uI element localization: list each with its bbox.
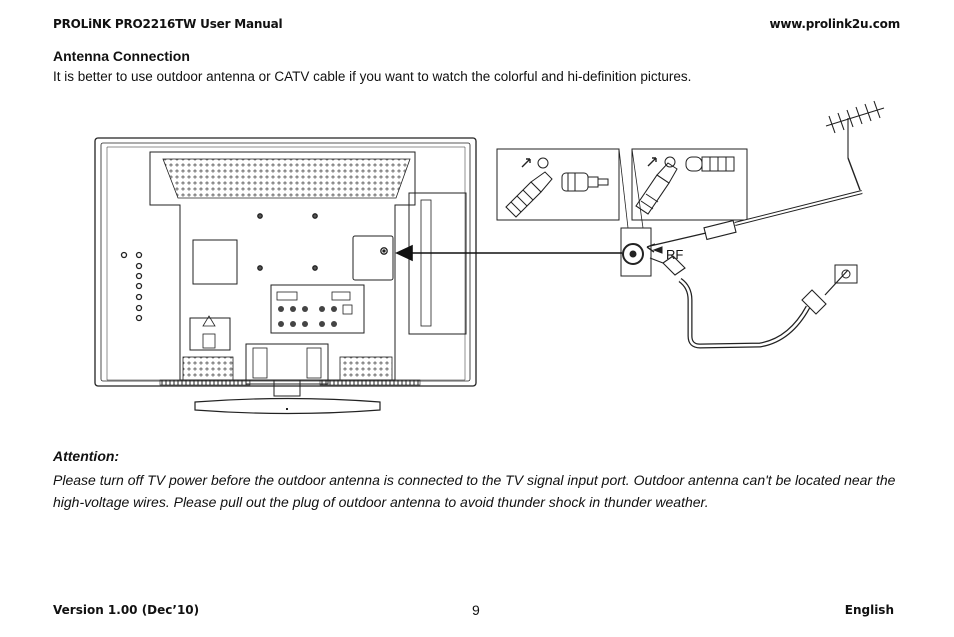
outdoor-antenna-cable xyxy=(646,190,863,253)
page-number: 9 xyxy=(472,602,480,618)
language-label: English xyxy=(844,603,894,617)
connector-detail-box-right xyxy=(631,148,748,221)
section-title: Antenna Connection xyxy=(53,48,190,64)
attention-title: Attention: xyxy=(53,448,120,464)
section-intro: It is better to use outdoor antenna or C… xyxy=(53,69,692,84)
rf-wall-plate xyxy=(618,148,663,277)
tv-rear-panel xyxy=(94,137,477,415)
rf-label: RF xyxy=(666,247,683,262)
attention-body: Please turn off TV power before the outd… xyxy=(53,472,896,510)
manual-title: PROLiNK PRO2216TW User Manual xyxy=(53,17,283,31)
catv-cable xyxy=(649,255,858,349)
version-label: Version 1.00 (Dec’10) xyxy=(53,603,200,617)
website-url: www.prolink2u.com xyxy=(769,17,901,31)
signal-arrow xyxy=(395,244,622,262)
connector-detail-box-left xyxy=(496,148,620,221)
outdoor-antenna xyxy=(825,100,885,191)
